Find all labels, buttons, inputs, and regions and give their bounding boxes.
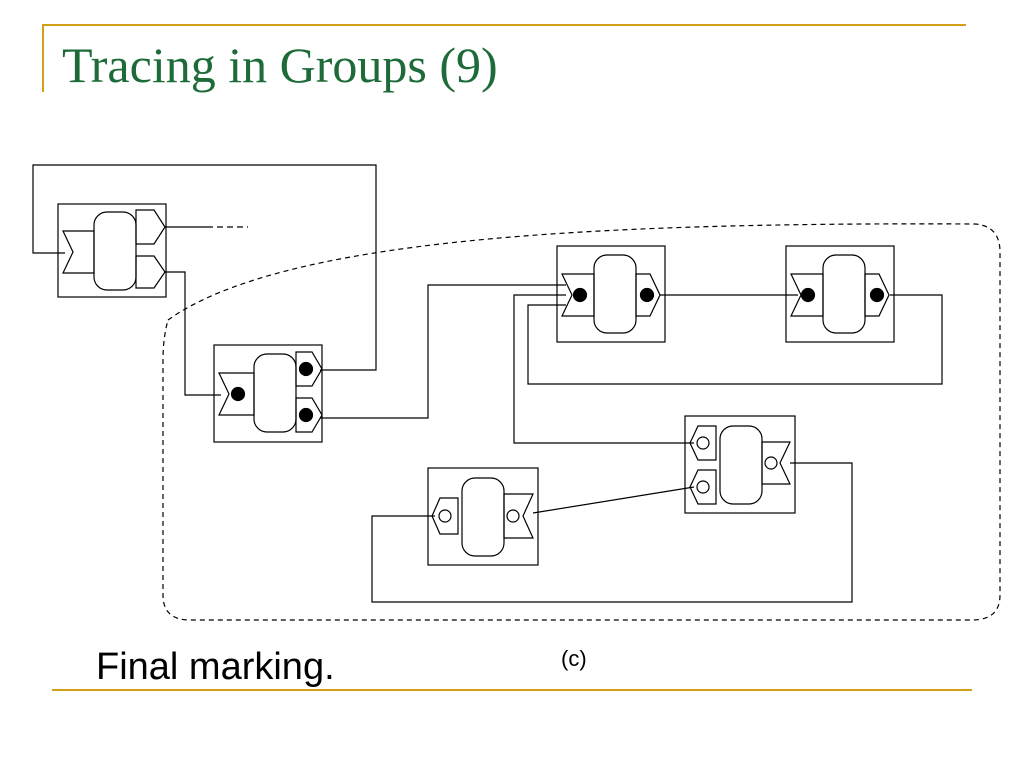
figure-label: (c) [561, 646, 587, 671]
module-middle [213, 344, 323, 443]
group-boundary [162, 223, 1001, 621]
wire-lowerright-loop [371, 462, 853, 603]
wire-right1-to-lowerright [513, 294, 694, 444]
title-accent-vertical [42, 24, 44, 92]
footer-rule [52, 689, 972, 691]
module-right-1 [556, 245, 666, 343]
wire-right2-loop [527, 294, 943, 385]
slide-title: Tracing in Groups (9) [62, 37, 498, 93]
wire-topleft-to-mid [165, 271, 221, 396]
module-top-left [57, 203, 167, 298]
slide-caption: Final marking. [96, 646, 335, 688]
module-lower-right [684, 415, 796, 514]
wire-mid-to-right1 [320, 284, 566, 419]
title-accent-rule [42, 24, 966, 26]
wire-lowerleft-to-lowerright [532, 486, 695, 514]
module-right-2 [785, 245, 895, 343]
module-lower-left [427, 467, 539, 566]
wire-feedback-top [32, 164, 377, 371]
